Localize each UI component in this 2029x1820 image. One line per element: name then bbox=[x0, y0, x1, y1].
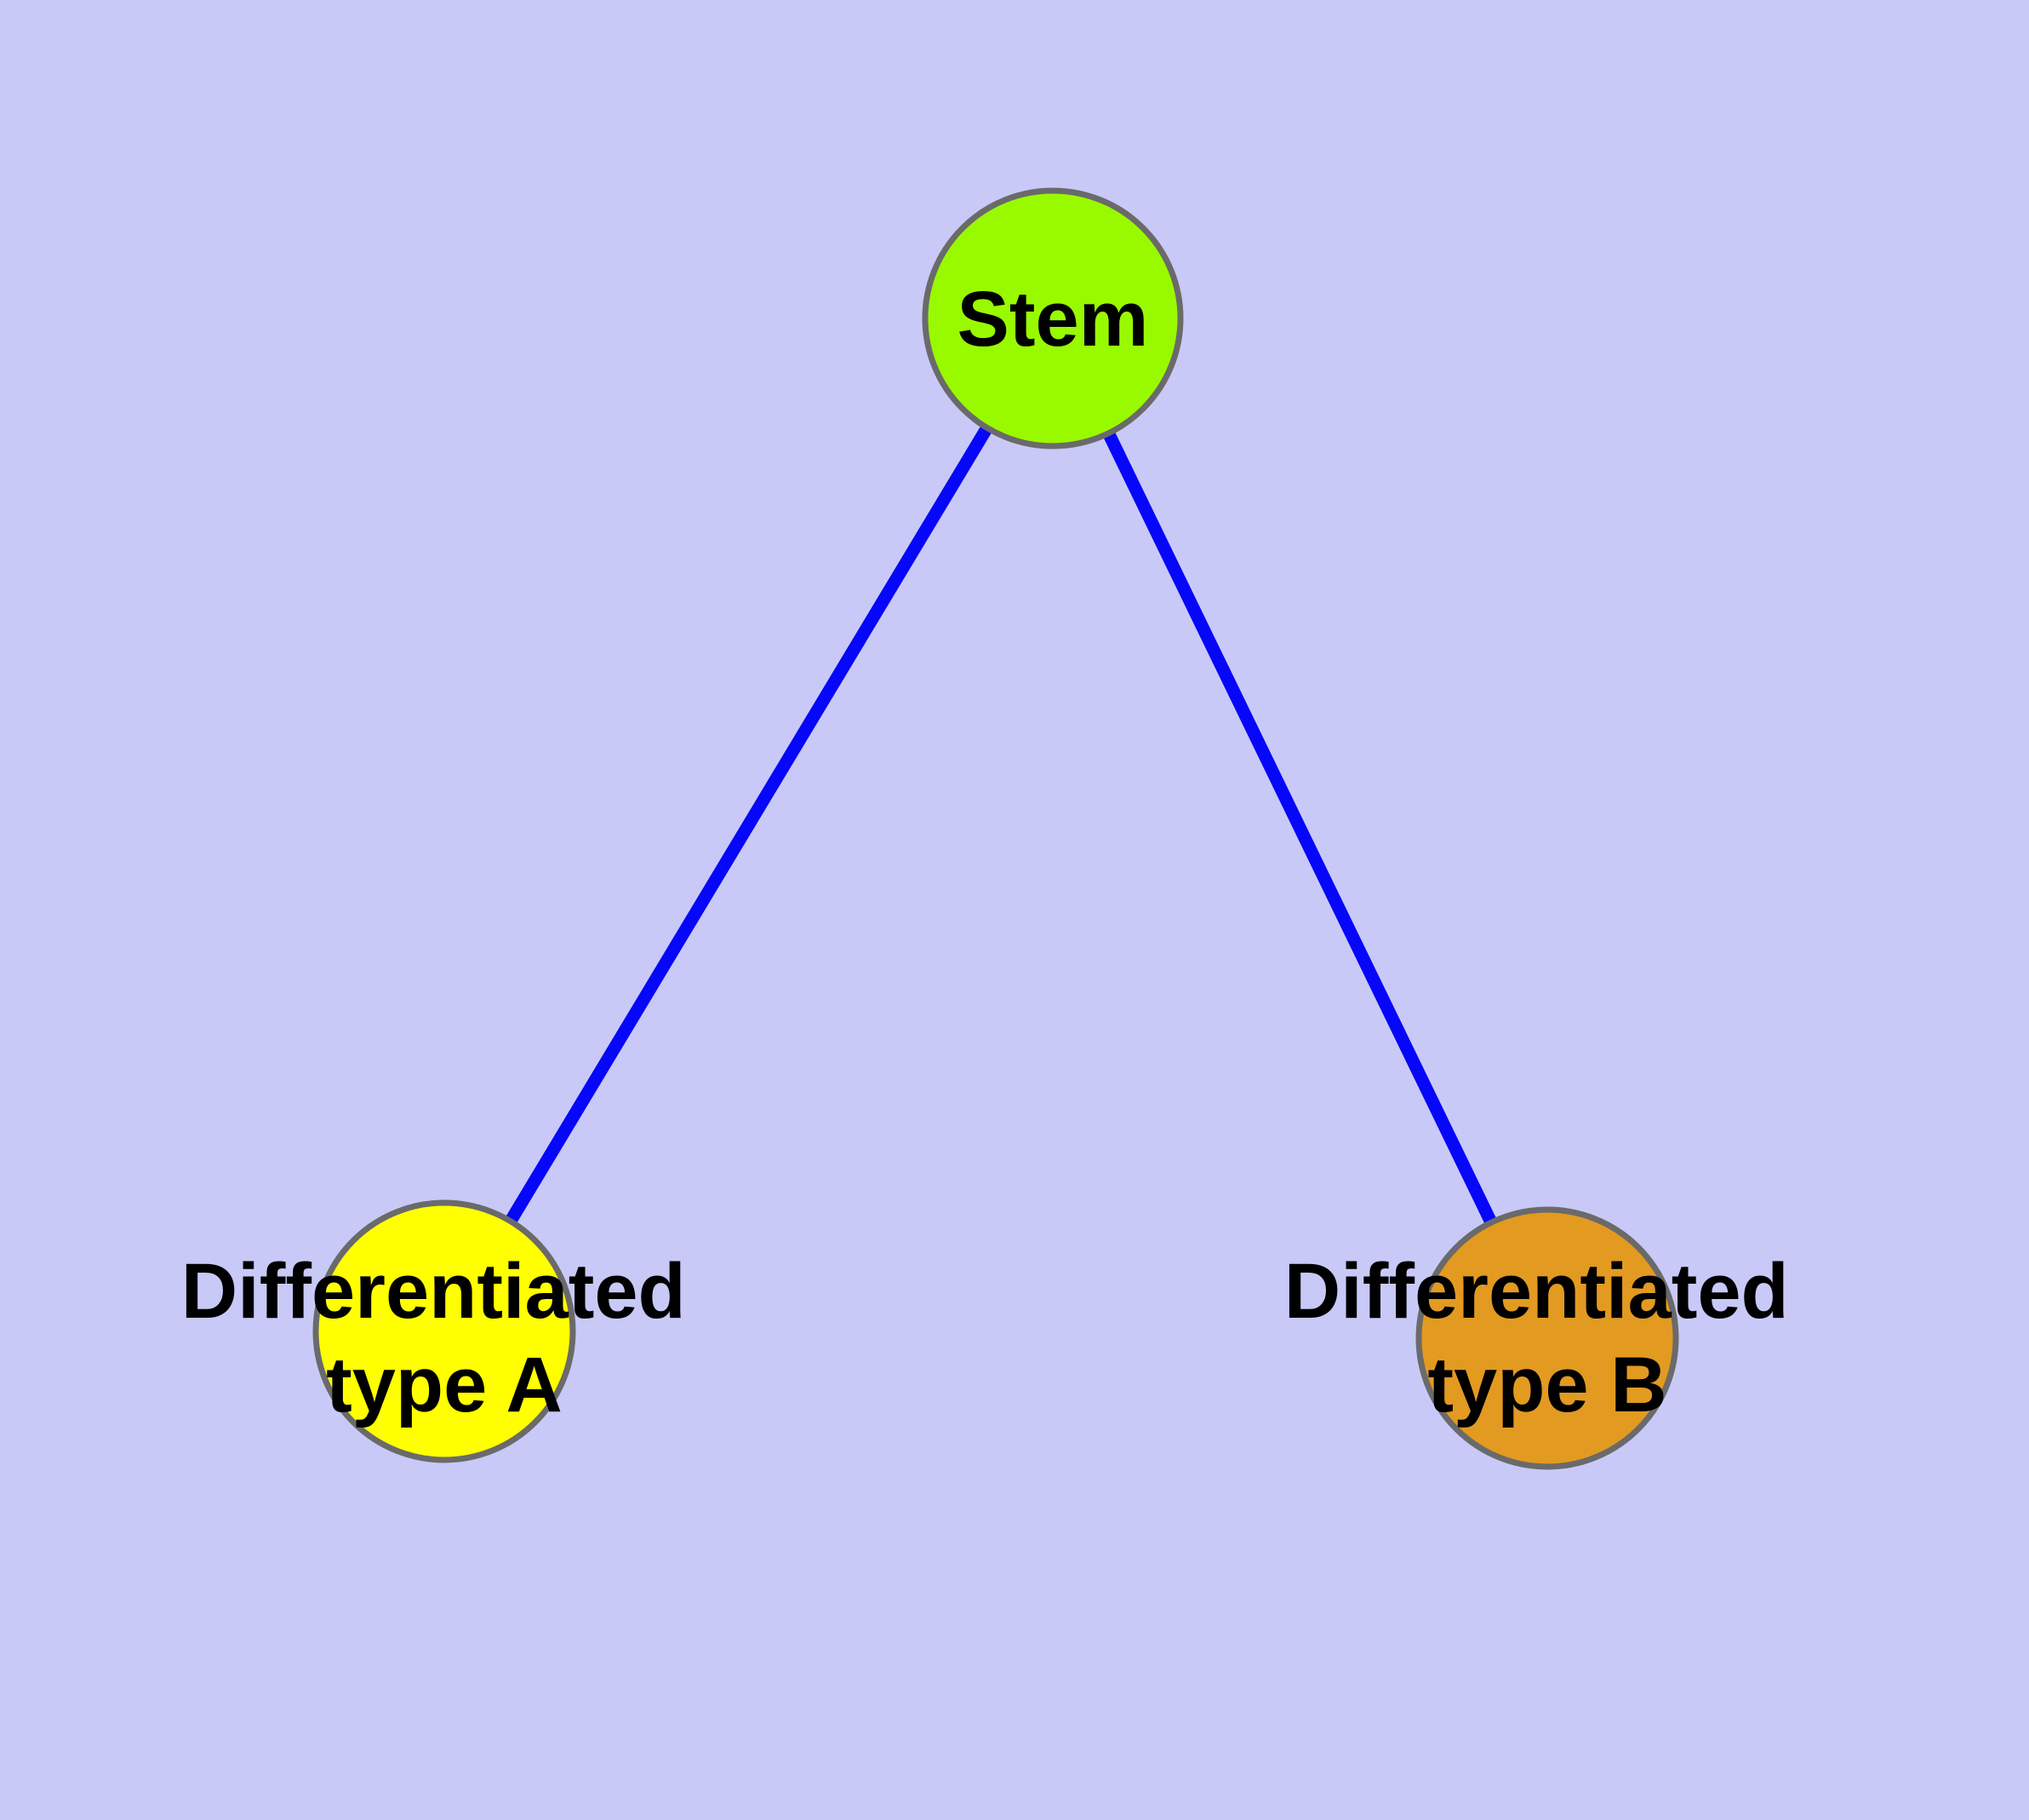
node-differentiated-type-b bbox=[1415, 1206, 1679, 1470]
node-differentiated-type-a-label-line2: type A bbox=[326, 1342, 563, 1428]
edge-stem-to-type-b bbox=[1047, 315, 1553, 1342]
edge-stem-to-type-a bbox=[438, 315, 1059, 1335]
node-differentiated-type-a bbox=[312, 1199, 576, 1463]
node-differentiated-type-b-label-line1: Differentiated bbox=[1284, 1248, 1789, 1335]
node-differentiated-type-a-label-line1: Differentiated bbox=[181, 1248, 686, 1335]
node-differentiated-type-a-label: Differentiated type A bbox=[181, 1248, 708, 1428]
node-stem-label: Stem bbox=[957, 276, 1149, 363]
node-differentiated-type-b-label: Differentiated type B bbox=[1284, 1248, 1811, 1428]
node-differentiated-type-b-label-line2: type B bbox=[1427, 1342, 1666, 1428]
node-stem bbox=[922, 187, 1184, 449]
